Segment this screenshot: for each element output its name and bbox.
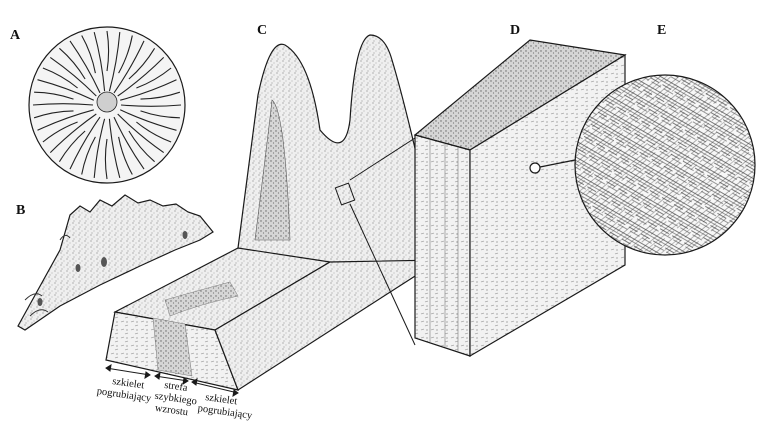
panel-e-crystals — [575, 75, 755, 255]
panel-letter-e: E — [657, 23, 666, 38]
zone-label-right-line2: pogrubiający — [197, 403, 254, 422]
zone-label-middle: strefa szybkiego wzrostu — [152, 379, 199, 420]
panel-letter-c: C — [257, 23, 267, 38]
panel-a-corallite — [29, 27, 185, 183]
panel-letter-a: A — [10, 28, 21, 43]
panel-letter-d: D — [510, 23, 520, 38]
panel-letter-b: B — [16, 203, 25, 218]
zone-label-right: szkielet pogrubiający — [197, 391, 255, 422]
zone-label-left-line2: pogrubiający — [96, 386, 153, 405]
zone-label-left: szkielet pogrubiający — [96, 374, 154, 405]
